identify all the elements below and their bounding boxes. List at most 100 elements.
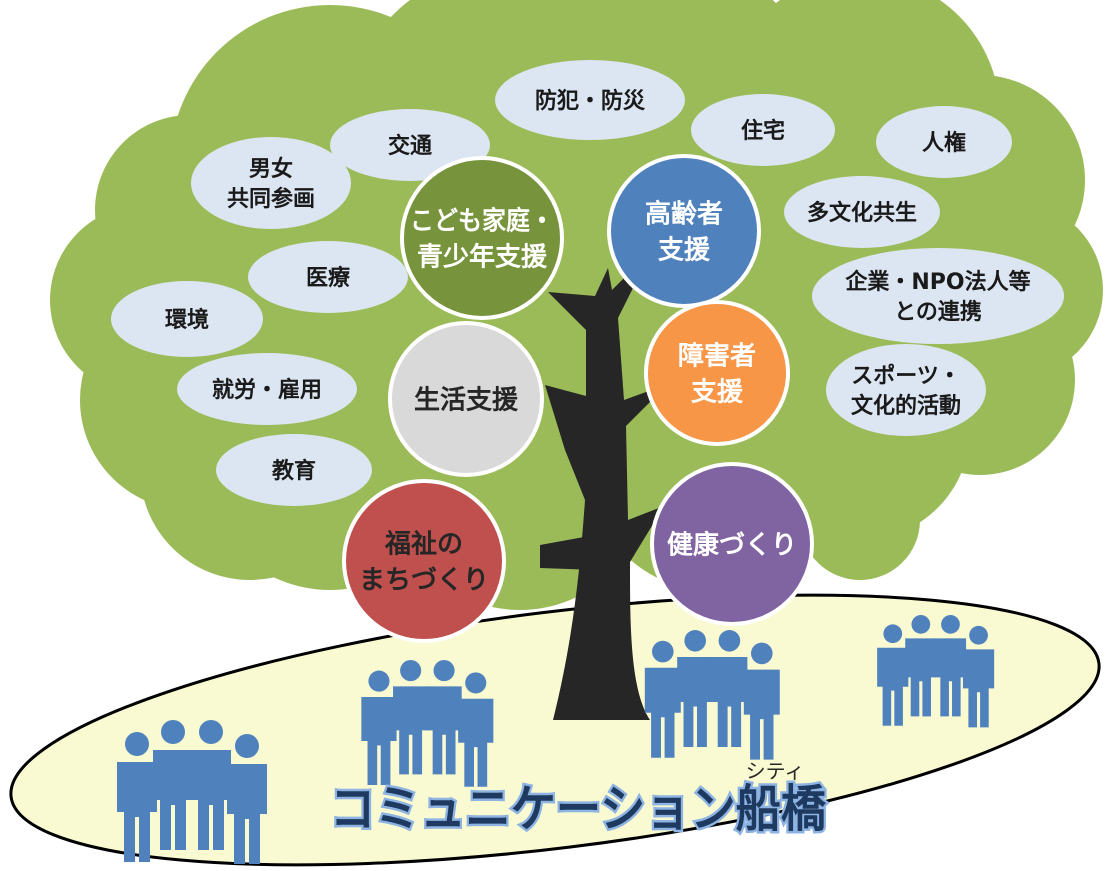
- policy-bubble-shape: [784, 176, 940, 248]
- person-body: [711, 657, 748, 747]
- policy-bubble-housing: 住宅: [691, 94, 835, 166]
- policy-bubble-label: 医療: [306, 265, 350, 291]
- policy-bubble-shape: [495, 60, 685, 140]
- policy-bubble-label: 共同参画: [227, 186, 315, 212]
- person-body: [644, 667, 681, 758]
- policy-bubble-label: 交通: [388, 133, 432, 159]
- person-body: [361, 696, 397, 785]
- person-body: [117, 762, 157, 862]
- core-circle-living: 生活支援: [388, 321, 544, 477]
- person-body: [905, 638, 937, 717]
- person-body: [227, 764, 267, 864]
- person-head: [235, 734, 259, 758]
- core-circle-shape: [388, 321, 544, 477]
- person-head: [751, 642, 773, 665]
- person-head: [969, 625, 988, 645]
- policy-bubble-shape: [177, 353, 357, 425]
- person-body: [934, 638, 967, 717]
- policy-bubble-human-rights: 人権: [876, 106, 1012, 178]
- policy-bubble-label: 男女: [249, 156, 293, 182]
- person-head: [161, 720, 185, 744]
- core-circle-label: 支援: [691, 377, 744, 407]
- core-circle-children: こども家庭・青少年支援: [400, 156, 564, 320]
- policy-bubble-shape: [812, 248, 1064, 344]
- core-circle-shape: [400, 156, 564, 320]
- policy-bubble-shape: [826, 344, 986, 436]
- policy-bubble-shape: [876, 106, 1012, 178]
- policy-bubble-shape: [111, 281, 263, 357]
- core-circle-label: 支援: [658, 235, 711, 265]
- person-body: [962, 649, 995, 728]
- ground-ellipse: [9, 593, 1101, 867]
- policy-bubble-sports-culture: スポーツ・文化的活動: [826, 344, 986, 436]
- tree-trunk: [545, 250, 668, 720]
- core-circle-label: 福祉の: [384, 529, 463, 559]
- citizen-people-groups: [117, 615, 995, 864]
- policy-bubble-label: 人権: [922, 130, 966, 156]
- core-circle-shape: [650, 462, 814, 626]
- people-group-4: [877, 615, 995, 728]
- policy-bubble-label: 環境: [165, 307, 209, 333]
- tree-branch-left: [540, 535, 597, 570]
- policy-bubble-label: 企業・NPO法人等: [844, 269, 1030, 295]
- person-body: [743, 669, 780, 760]
- core-circle-shape: [607, 154, 761, 308]
- person-head: [652, 640, 674, 663]
- policy-bubble-shape: [216, 434, 372, 506]
- canopy-lobe: [800, 460, 920, 580]
- policy-bubble-label: 多文化共生: [807, 200, 917, 226]
- page-title: コミュニケーション船橋: [330, 780, 826, 838]
- policy-area-bubbles: 防犯・防災交通住宅人権男女共同参画多文化共生医療環境企業・NPO法人等との連携就…: [111, 60, 1064, 506]
- person-head: [684, 630, 706, 652]
- person-head: [465, 672, 487, 694]
- person-body: [191, 750, 231, 850]
- core-circle-label: 健康づくり: [667, 529, 797, 560]
- policy-bubble-label: 教育: [272, 458, 316, 484]
- core-circle-shape: [644, 300, 790, 446]
- person-head: [400, 660, 422, 682]
- person-body: [426, 686, 462, 775]
- person-head: [125, 732, 149, 756]
- policy-bubble-label: 防犯・防災: [535, 88, 646, 114]
- person-body: [393, 686, 429, 775]
- policy-bubble-multicultural: 多文化共生: [784, 176, 940, 248]
- policy-bubble-shape: [191, 137, 351, 229]
- policy-bubble-education: 教育: [216, 434, 372, 506]
- policy-bubble-label: との連携: [894, 299, 982, 325]
- policy-bubble-shape: [691, 94, 835, 166]
- person-body: [153, 750, 193, 850]
- policy-bubble-shape: [248, 241, 408, 313]
- policy-bubble-label: 住宅: [741, 118, 785, 144]
- core-circle-label: こども家庭・: [410, 205, 554, 236]
- policy-bubble-environment: 環境: [111, 281, 263, 357]
- policy-bubble-label: スポーツ・: [851, 363, 961, 389]
- core-circle-shape: [342, 479, 506, 643]
- core-circle-label: 障害者: [678, 340, 756, 371]
- core-circle-label: 高齢者: [645, 198, 723, 229]
- person-head: [883, 624, 903, 644]
- person-head: [941, 615, 960, 634]
- person-body: [458, 698, 494, 787]
- person-head: [433, 660, 455, 682]
- person-head: [368, 670, 390, 692]
- person-body: [877, 647, 909, 726]
- policy-bubble-label: 文化的活動: [851, 393, 961, 419]
- policy-bubble-employment: 就労・雇用: [177, 353, 357, 425]
- policy-bubble-crime: 防犯・防災: [495, 60, 685, 140]
- core-circle-label: 青少年支援: [417, 241, 548, 272]
- people-group-3: [644, 630, 780, 760]
- title-ruby: シティ: [746, 759, 805, 783]
- person-head: [911, 615, 931, 634]
- person-head: [718, 630, 741, 652]
- person-head: [199, 720, 223, 744]
- policy-bubble-label: 就労・雇用: [212, 377, 322, 403]
- core-circle-health: 健康づくり: [650, 462, 814, 626]
- people-group-1: [117, 720, 267, 864]
